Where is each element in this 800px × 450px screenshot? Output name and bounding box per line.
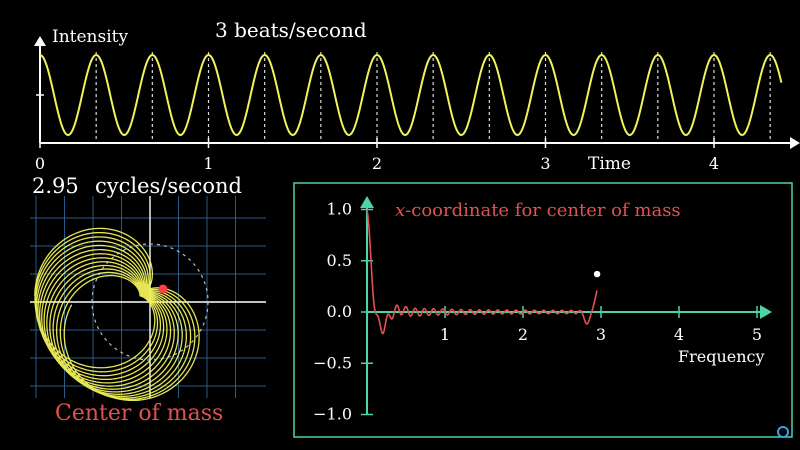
- frequency-plot-frame: [293, 182, 793, 438]
- frequency-tick-label: 3: [596, 325, 606, 344]
- value-tick-label: 1.0: [327, 200, 352, 219]
- frequency-plot-title: x-coordinate for center of mass: [395, 200, 681, 221]
- frequency-axes: [360, 196, 772, 414]
- center-of-mass-label: Center of mass: [55, 401, 223, 426]
- time-ticks: 0 1 2 3 4: [35, 138, 719, 173]
- frequency-tick-label: 1: [440, 325, 450, 344]
- value-tick-label: 0.0: [327, 302, 352, 321]
- time-tick-label: 2: [372, 154, 382, 173]
- value-axis-arrow: [360, 196, 374, 208]
- winding-frequency-value: 2.95: [32, 174, 79, 198]
- unit-circle: [91, 243, 209, 361]
- signal-title: 3 beats/second: [215, 18, 367, 42]
- frequency-tick-label: 4: [674, 325, 684, 344]
- frequency-axis-label: Frequency: [678, 347, 765, 366]
- frequency-tick-label: 5: [752, 325, 762, 344]
- frequency-ticks: 1 2 3 4 5: [440, 306, 762, 344]
- wound-signal: [34, 227, 200, 402]
- intensity-axis-label: Intensity: [52, 27, 128, 47]
- signal-wave: [39, 53, 783, 137]
- center-of-mass-dot: [158, 284, 168, 294]
- time-tick-label: 4: [709, 154, 719, 173]
- time-tick-label: 0: [35, 154, 45, 173]
- value-tick-label: −0.5: [313, 353, 352, 372]
- title-text: -coordinate for center of mass: [405, 200, 681, 221]
- current-frequency-point: [593, 270, 601, 278]
- time-tick-label: 1: [203, 154, 213, 173]
- winding-frequency-unit: cycles/second: [95, 174, 242, 198]
- frequency-tick-label: 2: [518, 325, 528, 344]
- signal-axes: [34, 36, 800, 149]
- value-tick-label: 0.5: [327, 251, 352, 270]
- frequency-axis-arrow: [760, 305, 772, 319]
- value-ticks: 1.0 0.5 0.0 −0.5 −1.0: [313, 200, 373, 424]
- time-axis-arrow: [790, 137, 800, 149]
- value-tick-label: −1.0: [313, 405, 352, 424]
- time-tick-label: 3: [540, 154, 550, 173]
- beat-markers: [95, 52, 771, 143]
- intensity-axis-arrow: [34, 36, 46, 46]
- title-variable: x: [395, 200, 405, 221]
- loading-indicator-icon: [777, 426, 789, 438]
- time-axis-label: Time: [588, 154, 631, 174]
- center-of-mass-x-curve: [366, 209, 598, 335]
